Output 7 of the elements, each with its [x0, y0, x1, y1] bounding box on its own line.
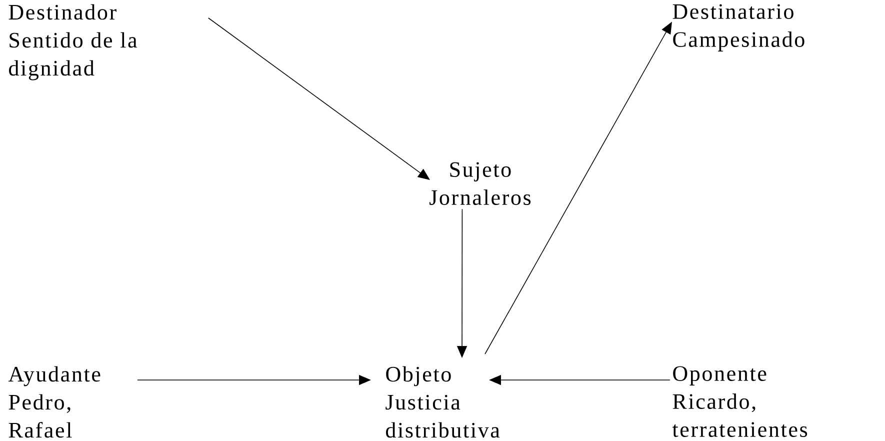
actant-label: Oponente Ricardo, terratenientes — [672, 366, 808, 437]
arrow — [208, 18, 430, 180]
actant-label: Sujeto Jornaleros — [430, 162, 531, 205]
actant-label: Ayudante Pedro, Rafael — [8, 366, 100, 438]
actant-label: Destinador Sentido de la dignidad — [8, 4, 137, 80]
actant-label: Destinatario Campesinado — [672, 4, 804, 52]
actant-label: Objeto Justicia distributiva — [386, 366, 500, 438]
